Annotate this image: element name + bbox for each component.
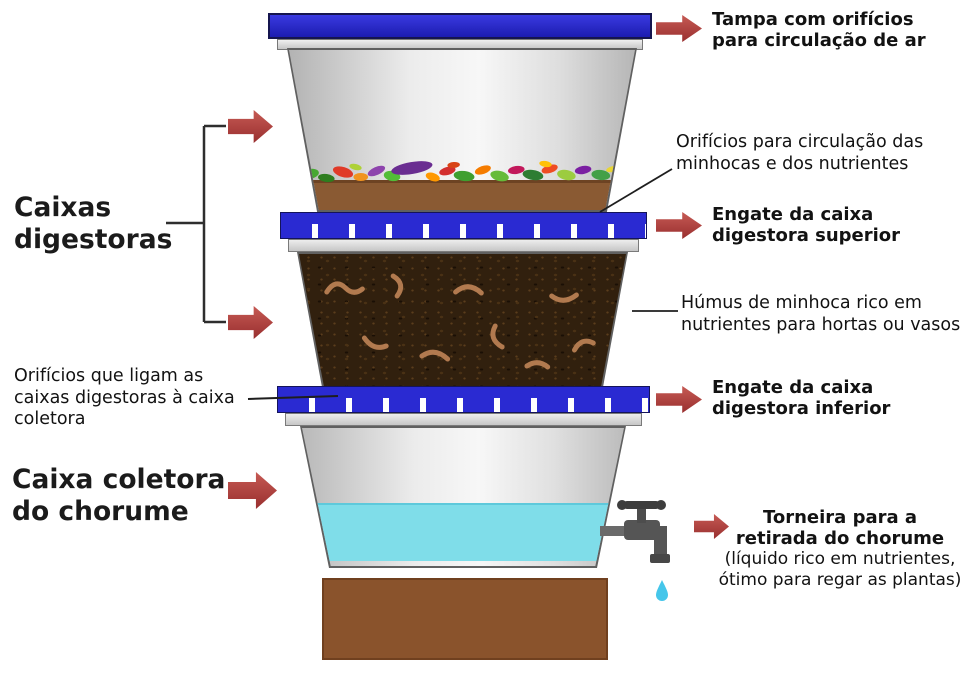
digester-box-upper-body (289, 50, 635, 210)
collector-box (300, 426, 626, 568)
label-line: coletora (14, 409, 86, 429)
label-line: Húmus de minhoca rico em (681, 293, 922, 313)
label-line: Caixa coletora (12, 464, 226, 495)
base-stand (322, 578, 608, 660)
label-tampa: Tampa com orifícios para circulação de a… (712, 9, 926, 51)
collector-box-body (302, 428, 624, 566)
digester-box-lower (297, 252, 628, 388)
label-orificios-minhocas: Orifícios para circulação das minhocas e… (676, 132, 923, 175)
label-line: ótimo para regar as plantas) (718, 569, 962, 590)
label-line: Tampa com orifícios (712, 9, 914, 30)
water-drop-icon (656, 580, 668, 601)
upper-digester-arrow-icon (228, 110, 273, 143)
label-engate-inferior: Engate da caixa digestora inferior (712, 377, 890, 419)
label-line: Orifícios que ligam as (14, 366, 204, 386)
label-line: do chorume (12, 496, 189, 527)
label-line: para circulação de ar (712, 30, 926, 51)
label-line: digestora superior (712, 225, 901, 246)
worms-illustration (324, 273, 596, 370)
label-line: Torneira para a (762, 507, 918, 528)
label-caixa-coletora: Caixa coletora do chorume (12, 464, 225, 528)
leachate-liquid (302, 503, 624, 561)
coupling-band-lower (277, 386, 650, 413)
humus-fill (299, 254, 626, 386)
label-humus: Húmus de minhoca rico em nutrientes para… (681, 293, 960, 336)
label-line: digestora inferior (712, 398, 891, 419)
soil-layer (289, 180, 635, 210)
digester-box-upper (287, 48, 637, 212)
label-line: nutrientes para hortas ou vasos (681, 314, 961, 335)
faucet-icon (600, 500, 670, 601)
label-torneira: Torneira para a retirada do chorume (líq… (706, 507, 974, 590)
lower-digester-arrow-icon (228, 306, 273, 339)
upper-coupling-arrow-icon (656, 212, 702, 239)
label-line: minhocas e dos nutrientes (676, 153, 909, 174)
label-line: caixas digestoras à caixa (14, 387, 235, 408)
label-line: Orifícios para circulação das (676, 132, 924, 152)
label-line: digestoras (14, 224, 173, 255)
label-caixas-digestoras: Caixas digestoras (14, 192, 172, 256)
coupling-band-upper (280, 212, 647, 239)
food-scraps-illustration (300, 160, 621, 183)
label-line: (líquido rico em nutrientes, (724, 549, 956, 569)
label-orificios-ligam: Orifícios que ligam as caixas digestoras… (14, 366, 264, 431)
lower-coupling-arrow-icon (656, 386, 702, 413)
coupling-rim-lower (285, 413, 642, 426)
lid-arrow-icon (656, 15, 702, 42)
collector-arrow-icon (228, 472, 277, 509)
label-line: Caixas (14, 192, 112, 223)
label-line: Engate da caixa (712, 377, 874, 398)
label-line: Engate da caixa (712, 204, 874, 225)
coupling-rim-upper (288, 239, 639, 252)
lid-top (268, 13, 652, 39)
label-line: retirada do chorume (735, 528, 945, 549)
label-engate-superior: Engate da caixa digestora superior (712, 204, 900, 246)
